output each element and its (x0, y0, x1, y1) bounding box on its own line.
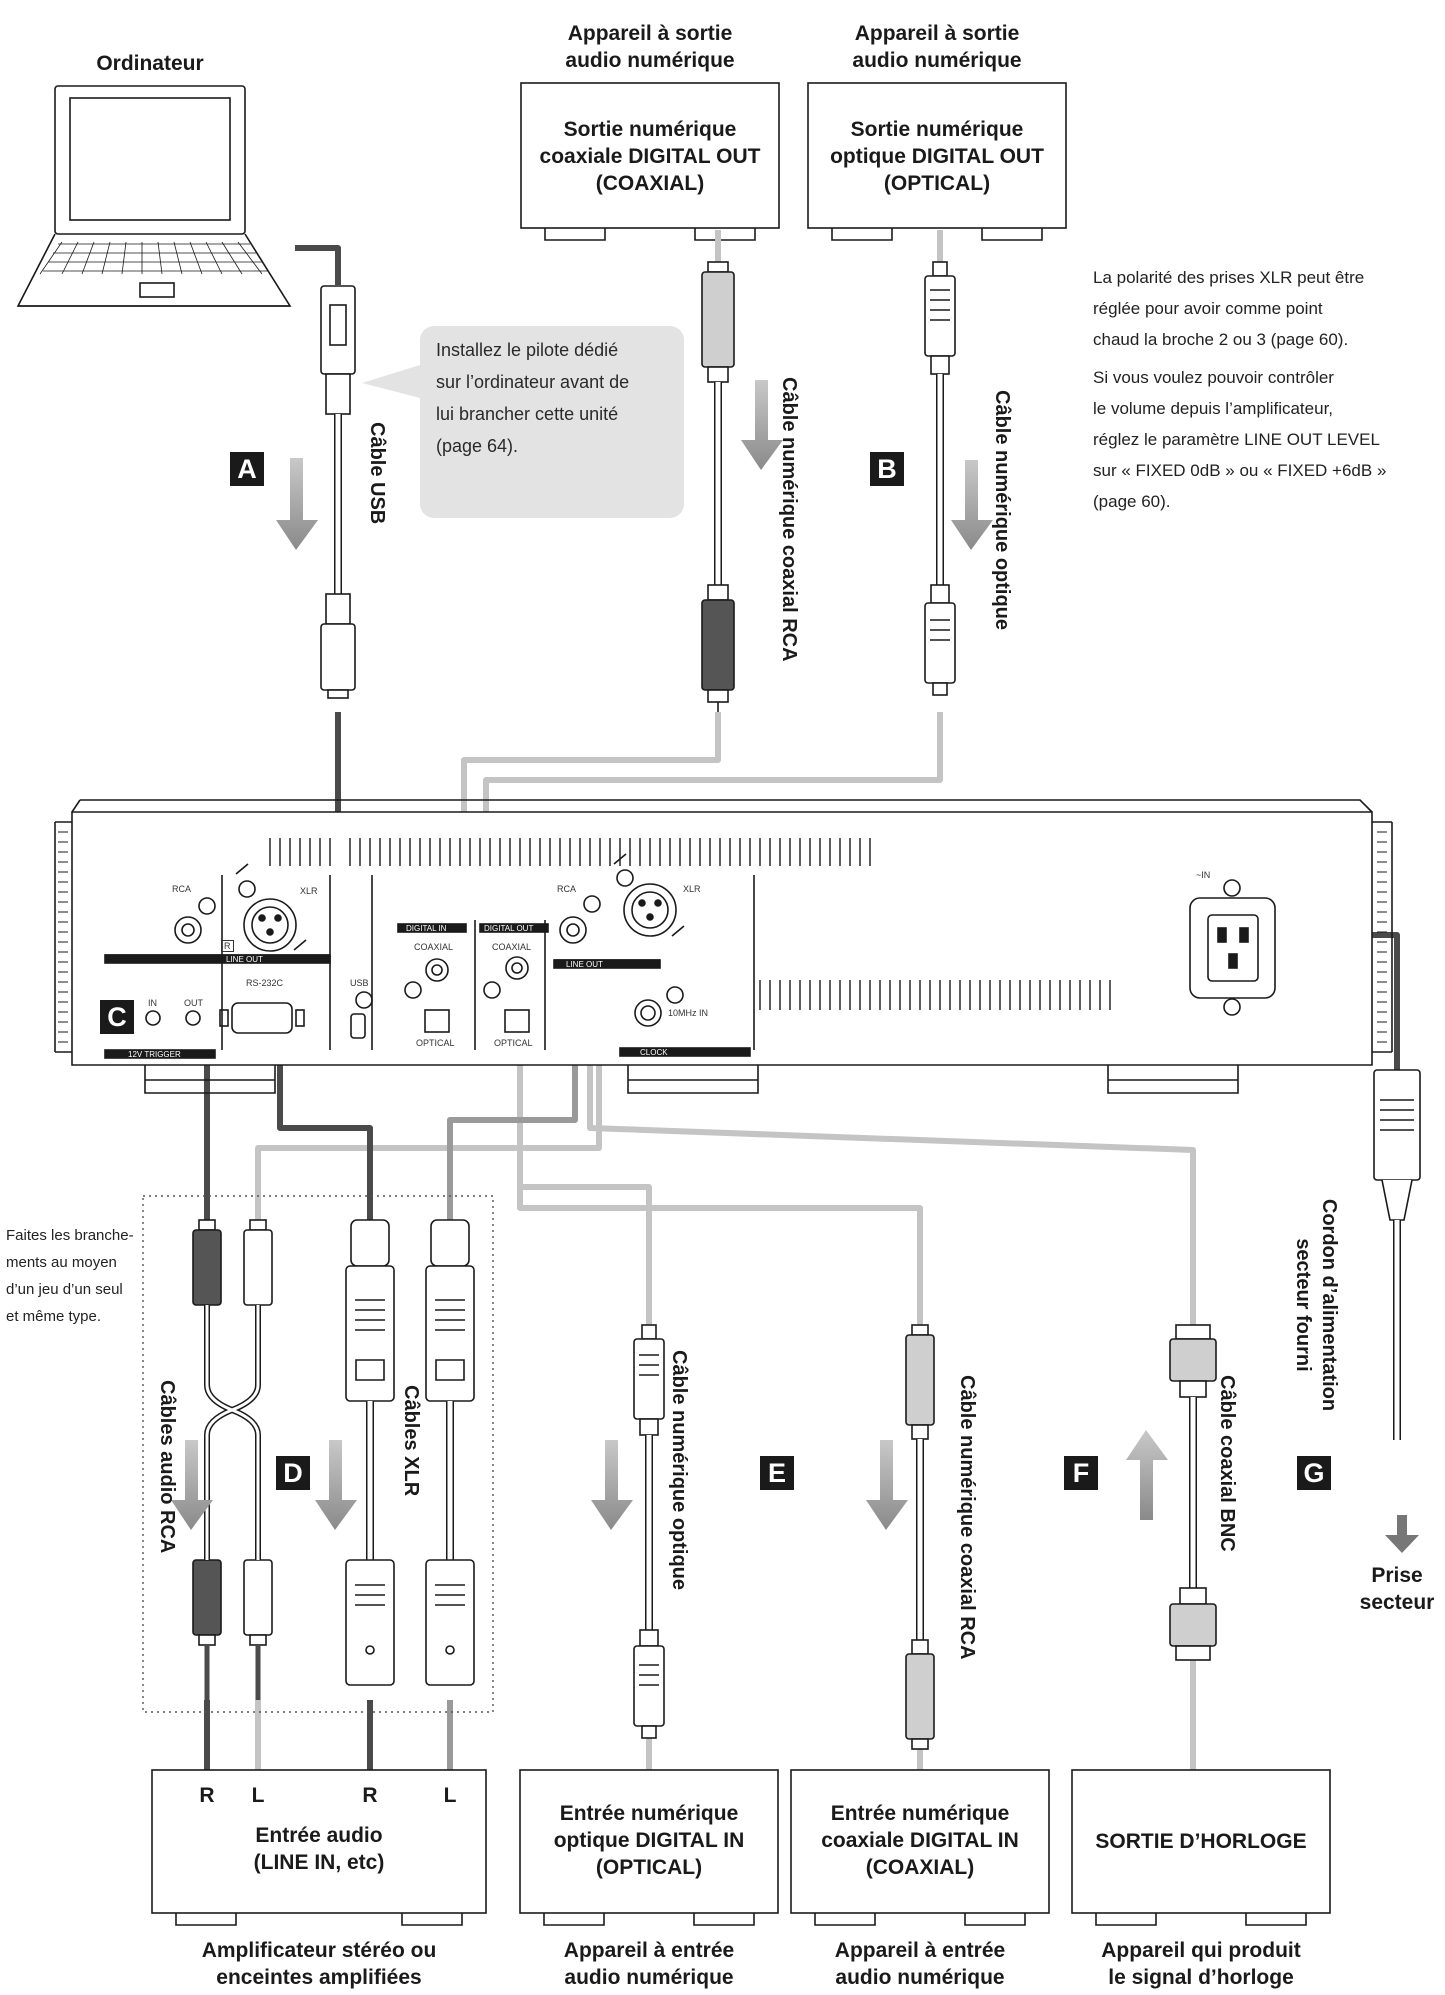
rca-audio-cables-graphic (192, 1219, 273, 1700)
top-device-coax-caption: Appareil à sortie audio numérique (565, 22, 735, 72)
coax-bottom-cable-graphic (905, 1324, 935, 1750)
clock-output-box-label: SORTIE D’HORLOGE (1095, 1830, 1307, 1853)
badge-b: B (870, 452, 904, 486)
flow-arrows (171, 380, 1419, 1553)
panel-digital-out: DIGITAL OUT (484, 924, 534, 933)
panel-12v-trigger: 12V TRIGGER (128, 1050, 181, 1059)
top-device-coax-graphic (520, 82, 780, 241)
arrow-down-b (951, 460, 993, 550)
clock-device-caption: Appareil qui produit le signal d’horloge (1101, 1939, 1301, 1989)
panel-line-out-2: LINE OUT (566, 960, 603, 969)
audio-input-box-label: Entrée audio (LINE IN, etc) (253, 1824, 385, 1874)
bnc-cable-graphic (1169, 1324, 1217, 1661)
xlr-cables-graphic (345, 1219, 475, 1686)
panel-coaxial-1: COAXIAL (414, 942, 454, 952)
top-device-optical-box: Sortie numérique optique DIGITAL OUT (OP… (830, 118, 1044, 195)
arrow-down-coax-top (741, 380, 783, 470)
panel-xlr-1: XLR (300, 886, 318, 896)
panel-digital-in: DIGITAL IN (406, 924, 447, 933)
top-device-coax-box: Sortie numérique coaxiale DIGITAL OUT (C… (539, 118, 761, 195)
panel-10mhz-in: 10MHz IN (668, 1008, 709, 1018)
rca-audio-cables-label: Câbles audio RCA (156, 1380, 178, 1554)
arrow-down-e (591, 1440, 633, 1530)
note-same-type: Faites les branche- ments au moyen d’un … (6, 1227, 134, 1325)
panel-optical-2: OPTICAL (494, 1038, 533, 1048)
xlr-cables-label: Câbles XLR (400, 1385, 422, 1497)
panel-in: IN (148, 998, 157, 1008)
usb-cable-label: Câble USB (366, 422, 388, 525)
power-cord-label: Cordon d’alimentation secteur fourni (1292, 1198, 1340, 1412)
panel-rca-1: RCA (172, 884, 192, 894)
bnc-cable-label: Câble coaxial BNC (1216, 1375, 1238, 1552)
computer-label: Ordinateur (96, 52, 204, 75)
note-xlr-polarity: La polarité des prises XLR peut être rég… (1093, 268, 1365, 349)
laptop-icon (16, 85, 292, 307)
coax-top-cable-graphic (701, 261, 735, 712)
coax-top-cable-label: Câble numérique coaxial RCA (778, 377, 800, 662)
usb-cable-graphic (320, 285, 356, 699)
arrow-down-coax-bottom (866, 1440, 908, 1530)
channel-r-2: R (362, 1784, 378, 1807)
badge-g: G (1297, 1456, 1331, 1490)
panel-rca-2: RCA (557, 884, 577, 894)
panel-line-out-1: LINE OUT (226, 955, 263, 964)
channel-l-1: L (251, 1784, 265, 1807)
rear-panel-graphic (54, 799, 1393, 1094)
panel-r-mark: R (221, 940, 234, 952)
panel-optical-1: OPTICAL (416, 1038, 455, 1048)
bottom-device-boxes-graphic (151, 1769, 1331, 1926)
amplifier-caption: Amplificateur stéréo ou enceintes amplif… (201, 1939, 437, 1989)
badge-d: D (276, 1456, 310, 1490)
top-device-optical-graphic (807, 82, 1067, 241)
optical-bottom-cable-graphic (633, 1324, 665, 1739)
driver-notice-bubble: Installez le pilote dédié sur l’ordinate… (420, 326, 684, 518)
optical-input-box-label: Entrée numérique optique DIGITAL IN (OPT… (553, 1802, 745, 1879)
panel-out: OUT (184, 998, 203, 1008)
power-cord-graphic (1373, 1069, 1421, 1440)
panel-coaxial-2: COAXIAL (492, 942, 532, 952)
coax-bottom-cable-label: Câble numérique coaxial RCA (956, 1375, 978, 1660)
panel-xlr-2: XLR (683, 884, 701, 894)
arrow-down-outlet (1385, 1515, 1419, 1553)
power-outlet-label: Prise secteur (1359, 1564, 1435, 1614)
panel-rs232c: RS-232C (246, 978, 284, 988)
optical-top-cable-label: Câble numérique optique (991, 390, 1013, 631)
channel-r-1: R (199, 1784, 215, 1807)
badge-f: F (1064, 1456, 1098, 1490)
bubble-pointer (362, 365, 420, 398)
coax-input-box-label: Entrée numérique coaxiale DIGITAL IN (CO… (821, 1802, 1019, 1879)
arrow-down-xlr (315, 1440, 357, 1530)
note-line-out-level: Si vous voulez pouvoir contrôler le volu… (1093, 368, 1387, 511)
badge-a: A (230, 452, 264, 486)
coax-input-caption: Appareil à entrée audio numérique (834, 1939, 1006, 1989)
arrow-down-rca (171, 1440, 213, 1530)
arrow-down-a (276, 458, 318, 550)
arrow-up-f (1126, 1430, 1168, 1520)
optical-top-cable-graphic (924, 261, 956, 696)
panel-usb: USB (350, 978, 369, 988)
badge-e: E (760, 1456, 794, 1490)
panel-clock: CLOCK (640, 1048, 668, 1057)
same-type-group-outline (142, 1195, 494, 1713)
optical-bottom-cable-label: Câble numérique optique (668, 1350, 690, 1591)
optical-input-caption: Appareil à entrée audio numérique (563, 1939, 735, 1989)
panel-ac-in: ~IN (1196, 870, 1211, 880)
top-device-optical-caption: Appareil à sortie audio numérique (852, 22, 1022, 72)
badge-c: C (100, 1000, 134, 1034)
channel-l-2: L (443, 1784, 457, 1807)
